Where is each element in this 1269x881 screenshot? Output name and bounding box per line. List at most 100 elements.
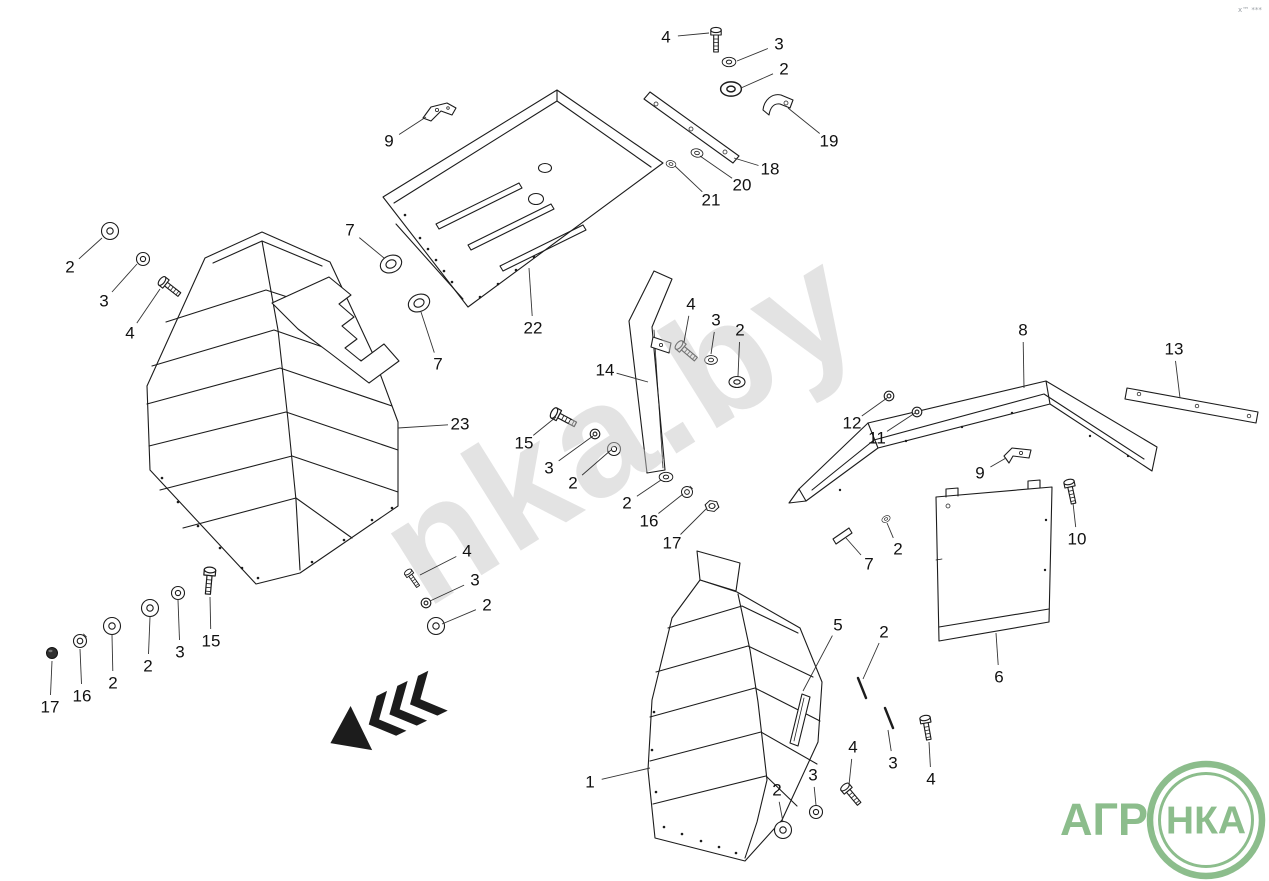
callout-label-13: 13 — [1165, 340, 1184, 359]
callout-label-17: 17 — [41, 698, 60, 717]
part-8-upper-fender — [788, 380, 1158, 504]
callout-label-21: 21 — [702, 191, 721, 210]
callout-label-2: 2 — [772, 781, 781, 800]
leader-line — [528, 267, 533, 317]
callout-label-4: 4 — [661, 28, 670, 47]
leader-line — [928, 741, 931, 768]
leader-line — [995, 632, 999, 666]
leader-line — [136, 288, 161, 324]
callout-label-4: 4 — [125, 324, 134, 343]
leader-line — [813, 786, 817, 806]
callout-label-15: 15 — [515, 434, 534, 453]
callout-label-2: 2 — [893, 540, 902, 559]
brand-logo-text-nka: НКА — [1166, 800, 1246, 843]
callout-label-6: 6 — [994, 668, 1003, 687]
callout-label-5: 5 — [833, 616, 842, 635]
callout-label-2: 2 — [622, 494, 631, 513]
washer-3 — [170, 585, 186, 601]
washer-21 — [665, 159, 677, 169]
callout-label-2: 2 — [482, 596, 491, 615]
part-18-strip — [643, 91, 740, 164]
leader-line — [848, 758, 853, 786]
fasteners-bottom-right — [773, 676, 935, 840]
leader-line — [397, 424, 449, 429]
part-19-bracket — [762, 94, 794, 116]
clip-2 — [880, 513, 892, 525]
callout-label-16: 16 — [73, 687, 92, 706]
leader-line — [79, 648, 82, 685]
leader-line — [1072, 502, 1077, 528]
callout-label-3: 3 — [888, 754, 897, 773]
leader-line — [699, 155, 733, 179]
leader-line — [601, 767, 651, 780]
callout-label-3: 3 — [470, 571, 479, 590]
part-13-strip — [1124, 387, 1259, 424]
leader-line — [111, 263, 138, 293]
part-9-clamp-top — [422, 102, 457, 122]
bolt-4 — [838, 781, 864, 808]
washer-3 — [135, 251, 151, 267]
callout-label-12: 12 — [843, 414, 862, 433]
callout-label-19: 19 — [820, 132, 839, 151]
washer-3 — [808, 804, 824, 820]
leader-line — [1175, 360, 1181, 399]
callout-label-4: 4 — [926, 770, 935, 789]
grommet-7 — [404, 290, 434, 316]
washer-2 — [100, 221, 120, 241]
callout-label-3: 3 — [774, 35, 783, 54]
leader-line — [886, 522, 894, 539]
callout-label-2: 2 — [735, 321, 744, 340]
callout-label-9: 9 — [384, 132, 393, 151]
leader-line — [429, 584, 465, 602]
callout-label-3: 3 — [99, 292, 108, 311]
leader-line — [733, 157, 759, 166]
callout-label-4: 4 — [462, 542, 471, 561]
bolt-10 — [1062, 477, 1080, 506]
fasteners-left — [100, 221, 184, 300]
fasteners-bottom-left — [46, 566, 217, 659]
leader-line — [1022, 341, 1025, 389]
nut-17 — [703, 499, 721, 513]
pin-7 — [832, 527, 853, 545]
callout-label-1: 1 — [585, 773, 594, 792]
leader-line — [736, 48, 769, 62]
leader-line — [887, 729, 892, 752]
leader-line — [674, 165, 703, 193]
leader-line — [148, 616, 151, 655]
pin-3 — [883, 706, 895, 730]
watermark: nka.by — [351, 211, 889, 638]
fasteners-right — [832, 390, 1080, 545]
callout-label-3: 3 — [808, 766, 817, 785]
corner-mark: x™ *** — [1238, 6, 1262, 14]
leader-line — [862, 642, 880, 680]
callout-label-2: 2 — [108, 674, 117, 693]
leader-line — [616, 372, 649, 383]
part-6-shield-panel — [935, 479, 1053, 642]
part-1-lower-fender — [647, 550, 823, 862]
callout-label-8: 8 — [1018, 321, 1027, 340]
callout-label-2: 2 — [568, 474, 577, 493]
leader-line — [441, 609, 477, 625]
part-9-bracket-right — [1003, 447, 1032, 464]
callout-label-3: 3 — [711, 311, 720, 330]
callout-label-17: 17 — [663, 534, 682, 553]
callout-label-20: 20 — [733, 176, 752, 195]
leader-line — [658, 493, 684, 514]
leader-line — [209, 596, 212, 630]
leader-line — [787, 107, 820, 134]
brand-logo-inner-ring — [1158, 772, 1254, 868]
grommets-7 — [376, 251, 434, 316]
callout-label-2: 2 — [879, 623, 888, 642]
leader-line — [845, 537, 862, 556]
washer-11 — [911, 406, 923, 418]
callout-label-4: 4 — [686, 295, 695, 314]
fasteners-top — [665, 26, 743, 169]
callout-label-10: 10 — [1068, 530, 1087, 549]
part-23-step-bracket — [271, 276, 400, 384]
leader-line — [78, 237, 103, 260]
callout-label-7: 7 — [433, 355, 442, 374]
leader-line — [533, 416, 557, 436]
leader-line — [737, 341, 740, 377]
